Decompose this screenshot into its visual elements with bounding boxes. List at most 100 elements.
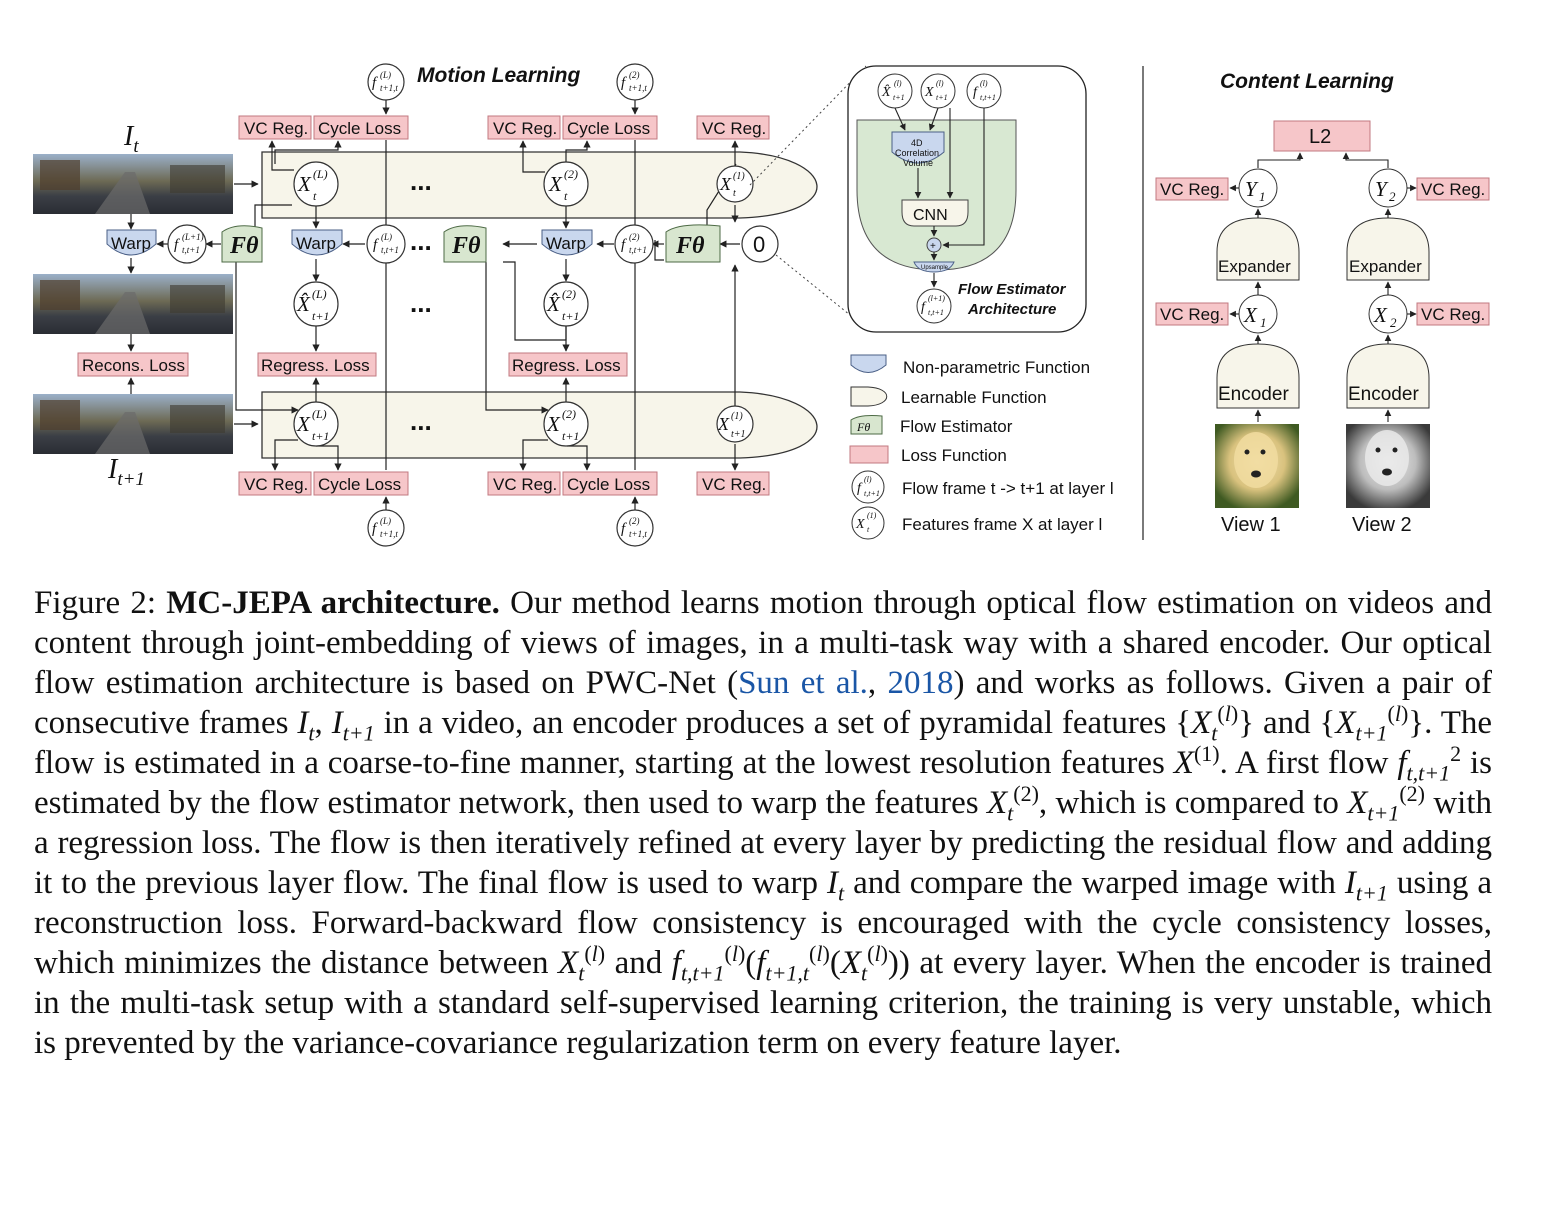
svg-text:t+1: t+1	[936, 93, 948, 102]
svg-text:(L): (L)	[312, 287, 327, 301]
svg-text:t,t+1: t,t+1	[629, 245, 647, 255]
svg-text:X: X	[297, 172, 312, 196]
caption-text-1: Our method learns motion through optical…	[34, 585, 1492, 701]
svg-text:(2): (2)	[629, 70, 640, 80]
citation-author-link[interactable]: Sun et al.	[738, 665, 868, 701]
zero-init-flow: 0	[753, 232, 765, 257]
svg-text:Learnable Function: Learnable Function	[901, 388, 1047, 407]
svg-text:Flow frame t -> t+1 at layer l: Flow frame t -> t+1 at layer l	[902, 479, 1114, 498]
svg-text:2: 2	[1390, 315, 1397, 330]
svg-text:VC Reg.: VC Reg.	[702, 475, 766, 494]
svg-text:t: t	[867, 525, 870, 534]
legend: Non-parametric Function Learnable Functi…	[849, 354, 1114, 540]
svg-text:t: t	[313, 189, 317, 203]
svg-text:Expander: Expander	[1218, 257, 1291, 276]
svg-text:Warp: Warp	[111, 234, 151, 253]
svg-text:f: f	[621, 75, 627, 91]
caption-text-11: and	[605, 945, 672, 981]
caption-text-9: and compare the warped image with	[844, 865, 1345, 901]
svg-text:(2): (2)	[629, 516, 640, 526]
svg-text:(2): (2)	[562, 287, 576, 301]
svg-text:Cycle Loss: Cycle Loss	[567, 475, 650, 494]
svg-text:(L): (L)	[380, 70, 391, 80]
caption-text-6: is estimated by the flow estimator netwo…	[34, 745, 1492, 821]
svg-text:(1): (1)	[733, 171, 745, 182]
svg-text:(L): (L)	[381, 232, 392, 242]
svg-text:t: t	[733, 188, 736, 199]
flow-estimator-architecture-inset: 4D Correlation Volume CNN + Upsample X̂t…	[749, 65, 1087, 333]
svg-text:t,t+1: t,t+1	[864, 489, 880, 498]
svg-text:f: f	[174, 237, 180, 253]
svg-text:CNN: CNN	[913, 207, 948, 224]
svg-text:Encoder: Encoder	[1348, 384, 1419, 405]
frame-image-warped	[33, 274, 233, 334]
svg-text:4D: 4D	[911, 138, 923, 148]
svg-text:Features frame X at layer l: Features frame X at layer l	[902, 515, 1102, 534]
svg-text:t+1: t+1	[562, 309, 579, 323]
svg-text:Expander: Expander	[1349, 257, 1422, 276]
svg-text:X: X	[1243, 303, 1258, 327]
svg-text:Volume: Volume	[903, 158, 933, 168]
svg-text:View 2: View 2	[1352, 514, 1412, 536]
svg-text:Warp: Warp	[296, 234, 336, 253]
svg-text:t+1,t: t+1,t	[380, 529, 398, 539]
encoder-shape-frame-t1	[261, 391, 818, 459]
svg-text:2: 2	[1389, 189, 1396, 204]
svg-text:(L+1): (L+1)	[182, 232, 204, 242]
svg-text:t,t+1: t,t+1	[928, 308, 944, 317]
frame-image-t1	[33, 394, 233, 454]
svg-text:(1): (1)	[867, 511, 877, 520]
svg-text:Upsample: Upsample	[921, 265, 949, 271]
svg-text:X: X	[719, 174, 732, 194]
svg-text:t+1,t: t+1,t	[629, 529, 647, 539]
svg-text:f: f	[621, 521, 627, 537]
svg-text:Correlation: Correlation	[895, 148, 939, 158]
flow-estimator-nodes: Fθ Fθ Fθ	[221, 224, 721, 263]
svg-text:(l+1): (l+1)	[928, 294, 945, 303]
svg-text:X: X	[855, 517, 865, 532]
svg-text:View 1: View 1	[1221, 514, 1281, 536]
architecture-figure: Motion Learning Content Learning It It+1…	[33, 63, 1490, 547]
svg-text:t+1: t+1	[731, 429, 746, 440]
svg-text:t,t+1: t,t+1	[381, 245, 399, 255]
caption-text-4: . The flow is estimated in a coarse-to-f…	[34, 705, 1493, 781]
svg-text:Non-parametric Function: Non-parametric Function	[903, 358, 1090, 377]
svg-text:VC Reg.: VC Reg.	[1421, 180, 1485, 199]
svg-text:t+1: t+1	[893, 93, 905, 102]
svg-text:Y: Y	[1375, 177, 1389, 201]
feature-circle-nodes	[167, 63, 779, 547]
caption-prefix: Figure 2:	[34, 585, 167, 621]
svg-text:f: f	[973, 85, 979, 100]
svg-text:Fθ: Fθ	[451, 233, 481, 259]
svg-text:X: X	[717, 414, 730, 434]
svg-text:1: 1	[1260, 315, 1267, 330]
svg-text:Fθ: Fθ	[675, 233, 705, 259]
connector-lines	[127, 98, 740, 512]
math-frames: It	[297, 705, 315, 746]
svg-text:Architecture: Architecture	[967, 301, 1056, 318]
citation-separator: ,	[867, 665, 888, 701]
loss-boxes-top: VC Reg. Cycle Loss VC Reg. Cycle Loss VC…	[238, 115, 770, 140]
caption-lead: MC-JEPA architecture.	[166, 585, 500, 621]
svg-text:VC Reg.: VC Reg.	[702, 119, 766, 138]
svg-text:VC Reg.: VC Reg.	[244, 475, 308, 494]
caption-text-8: with a regression loss. The flow is then…	[34, 785, 1492, 901]
svg-text:VC Reg.: VC Reg.	[1421, 305, 1485, 324]
svg-text:Flow Estimator: Flow Estimator	[900, 417, 1013, 436]
citation-year-link[interactable]: 2018	[887, 665, 954, 701]
svg-text:X̂: X̂	[296, 292, 311, 316]
svg-text:(l): (l)	[864, 475, 872, 484]
svg-text:Warp: Warp	[546, 234, 586, 253]
svg-text:Y: Y	[1245, 177, 1259, 201]
svg-text:f: f	[921, 300, 927, 315]
svg-text:Cycle Loss: Cycle Loss	[318, 119, 401, 138]
svg-text:t+1,t: t+1,t	[629, 83, 647, 93]
svg-text:Regress. Loss: Regress. Loss	[512, 356, 621, 375]
svg-text:(L): (L)	[312, 407, 327, 421]
svg-text:t,t+1: t,t+1	[980, 93, 996, 102]
svg-text:Encoder: Encoder	[1218, 384, 1289, 405]
svg-text:t+1: t+1	[312, 309, 329, 323]
svg-text:Fθ: Fθ	[856, 420, 870, 434]
loss-boxes-middle: Recons. Loss Regress. Loss Regress. Loss	[77, 352, 628, 377]
